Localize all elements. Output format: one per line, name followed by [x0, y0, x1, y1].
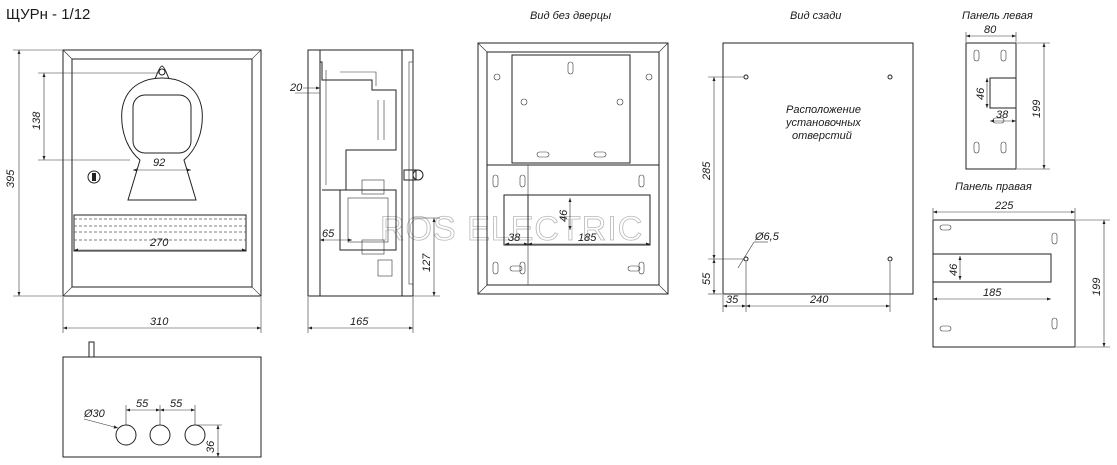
dim-back-w1: 35: [726, 294, 739, 306]
dim-back-hole: Ø6,5: [754, 231, 780, 243]
dim-din-width: 270: [149, 237, 169, 249]
back-dimensions: 285 55 35 240 Ø6,5: [701, 76, 891, 312]
dim-no-door-h: 46: [558, 209, 570, 222]
caption-back: Вид сзади: [790, 10, 841, 22]
dim-side-bottom: 127: [421, 253, 433, 272]
watermark: ROS ELECTRIC: [380, 210, 643, 248]
holes-caption-1: Расположение: [786, 104, 861, 116]
dim-right-cut-w: 185: [983, 287, 1002, 299]
left-panel-dimensions: 80 199 46 38: [965, 24, 1050, 170]
caption-left-panel: Панель левая: [962, 10, 1033, 22]
front-dimensions: 395 138 92 270 310: [5, 49, 262, 333]
dim-bottom-d1: 55: [136, 398, 149, 410]
caption-right-panel: Панель правая: [955, 181, 1032, 193]
right-panel-dimensions: 225 199 46 185: [932, 200, 1110, 348]
dim-bottom-d2: 55: [170, 398, 183, 410]
side-view: [307, 49, 424, 297]
dim-left-height: 199: [1031, 100, 1043, 118]
dim-no-door-w2: 185: [578, 232, 597, 244]
dim-bottom-hole: Ø30: [83, 408, 106, 420]
holes-caption-3: отверстий: [792, 130, 852, 142]
back-view: [722, 42, 914, 295]
dim-back-h1: 285: [701, 161, 713, 181]
no-door-dimensions: 38 185 46: [505, 198, 650, 246]
bottom-view: [62, 341, 262, 458]
holes-caption-2: установочных: [785, 117, 861, 129]
no-door-view: [477, 42, 669, 295]
dim-back-w2: 240: [809, 294, 829, 306]
dim-bottom-offset: 36: [205, 440, 217, 453]
dim-right-cut-h: 46: [948, 263, 960, 276]
front-view: [62, 49, 262, 297]
dim-left-cut-h: 46: [975, 87, 987, 100]
dim-front-width: 310: [150, 316, 169, 328]
dim-side-depth: 165: [350, 316, 369, 328]
dim-right-width: 225: [994, 200, 1014, 212]
caption-no-door: Вид без дверцы: [530, 10, 611, 22]
dim-left-width: 80: [984, 24, 997, 36]
bottom-dimensions: 55 55 Ø30 36: [83, 398, 222, 457]
dim-meter-width: 92: [153, 157, 165, 169]
left-panel-view: [965, 42, 1017, 170]
dim-side-inner: 65: [322, 228, 335, 240]
dim-meter-height: 138: [31, 111, 43, 130]
drawing-title: ЩУРн - 1/12: [6, 6, 90, 23]
dim-no-door-w1: 38: [508, 232, 521, 244]
dim-back-h2: 55: [701, 272, 713, 285]
dim-front-height: 395: [5, 169, 17, 188]
dim-left-cut-w: 38: [996, 109, 1009, 121]
dim-right-height: 199: [1091, 278, 1103, 296]
right-panel-view: [932, 219, 1076, 348]
side-dimensions: 20 65 127 165: [289, 82, 440, 333]
dim-side-top: 20: [289, 82, 303, 94]
